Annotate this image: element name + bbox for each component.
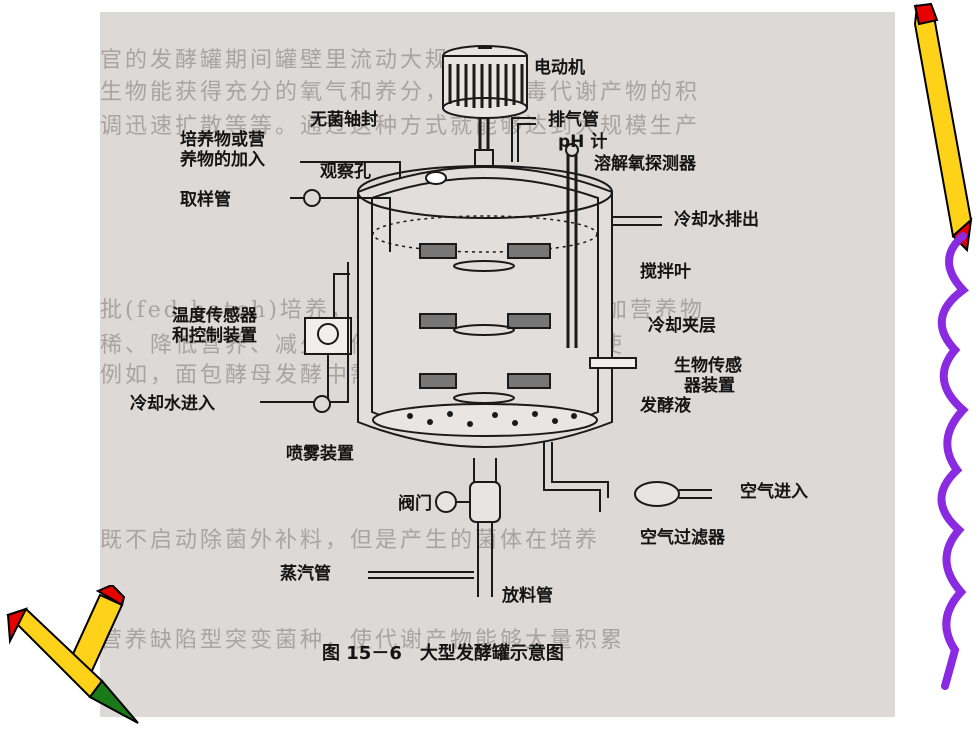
sterile-seal-label: 无菌轴封 [310, 110, 378, 130]
motor-label: 电动机 [534, 58, 585, 78]
do-probe-label: 溶解氧探测器 [594, 154, 696, 174]
cooling-water-out-label: 冷却水排出 [674, 210, 759, 230]
bleed-through-line: 官的发酵罐期间罐壁里流动大规模发 [100, 48, 501, 73]
cooling-jacket-label: 冷却夹层 [648, 316, 716, 336]
observation-hole-label: 观察孔 [320, 162, 371, 182]
temp-sensor-label: 和控制装置 [172, 326, 257, 346]
ph-meter-label: pH 计 [558, 132, 608, 152]
feed-inlet-label: 养物的加入 [180, 150, 265, 170]
motor-icon [442, 45, 528, 119]
figure-caption: 图 15－6 大型发酵罐示意图 [322, 643, 564, 664]
figure-scan: 官的发酵罐期间罐壁里流动大规模发 生物能获得充分的氧气和养分，防止有毒代谢产物的… [100, 12, 895, 717]
bio-sensor-label: 生物传感 [674, 356, 742, 376]
air-in-label: 空气进入 [740, 482, 808, 502]
bleed-through-line: 调迅速扩散等等。通过这种方式就能够达到大规模生产 [100, 114, 701, 139]
steam-pipe-label: 蒸汽管 [280, 564, 331, 584]
left-decoration [6, 585, 139, 724]
fermenter-drawing [260, 45, 712, 597]
bleed-through-line: 生物能获得充分的氧气和养分，防止有毒代谢产物的积 [100, 80, 701, 105]
fermentation-broth-label: 发酵液 [640, 396, 691, 416]
feed-inlet-label: 培养物或营 [180, 130, 265, 150]
sampling-pipe-label: 取样管 [180, 190, 231, 210]
sprayer-label: 喷雾装置 [286, 444, 354, 464]
impeller-label: 搅拌叶 [640, 262, 691, 282]
discharge-pipe-label: 放料管 [502, 586, 553, 606]
temp-sensor-label: 温度传感器 [172, 306, 257, 326]
bleed-through-line: 营养缺陷型突变菌种，使代谢产物能够大量积累 [100, 628, 626, 653]
pencil-icon [6, 585, 139, 724]
right-decoration [913, 2, 973, 690]
valve-label: 阀门 [398, 494, 432, 514]
exhaust-pipe-label: 排气管 [548, 110, 599, 130]
bleed-through-line: 既不启动除菌外补料，但是产生的菌体在培养 [100, 528, 601, 553]
squiggle-decoration [937, 232, 969, 690]
cooling-water-in-label: 冷却水进入 [130, 394, 215, 414]
bio-sensor-label: 器装置 [684, 376, 735, 396]
pencil-icon [913, 2, 973, 253]
air-filter-label: 空气过滤器 [640, 528, 725, 548]
